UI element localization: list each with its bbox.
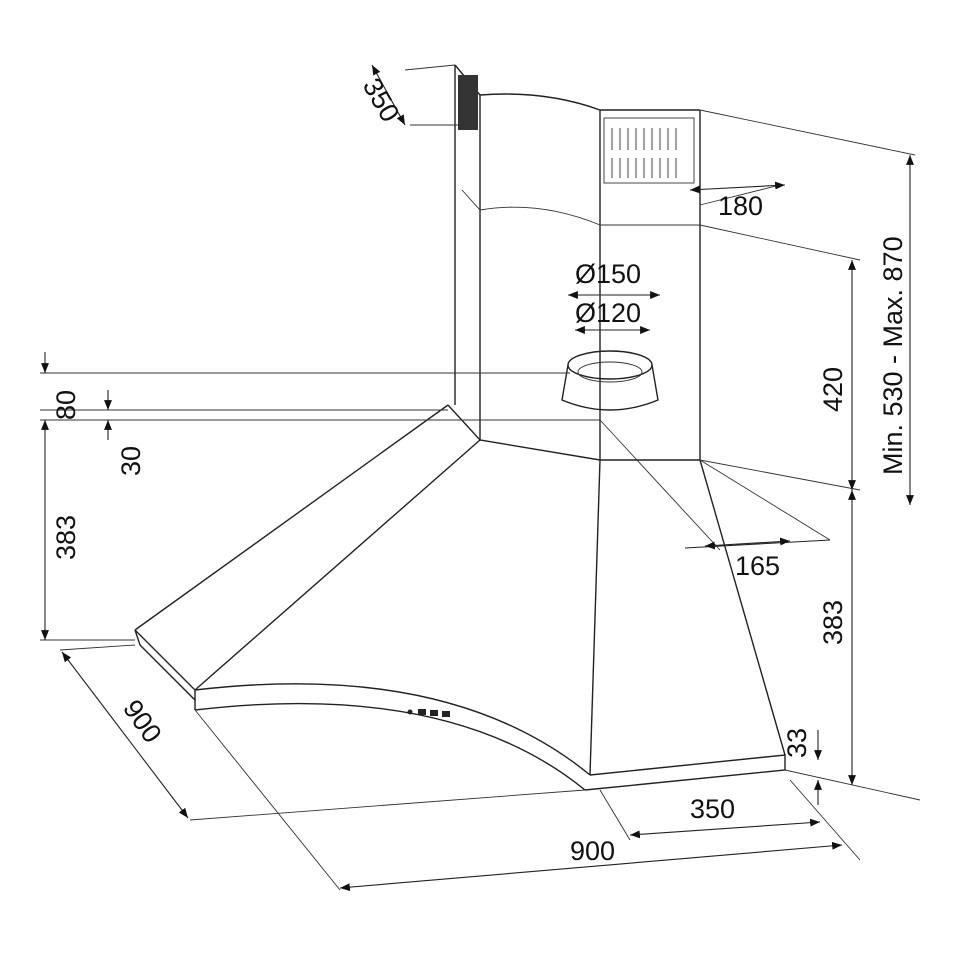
label-hood-height-right: 383: [818, 600, 848, 645]
chimney: [454, 64, 701, 460]
label-hood-height-left: 383: [51, 515, 81, 560]
outlet-collar: [561, 350, 659, 411]
label-chimney-height-range: Min. 530 - Max. 870: [878, 236, 908, 475]
label-vent-width: 180: [718, 191, 763, 221]
label-side-width-bottom: 900: [570, 836, 615, 866]
dimension-arrows: [41, 64, 914, 892]
control-buttons: [407, 709, 450, 717]
label-collar-offset: 30: [116, 446, 146, 476]
label-front-width: 350: [690, 794, 735, 824]
vent-grille-left: [458, 75, 478, 130]
label-collar-height: 80: [51, 390, 81, 420]
hood-body: [134, 404, 786, 791]
vent-slots: [611, 128, 677, 178]
label-upper-chimney: 420: [818, 367, 848, 412]
label-outlet-inner: Ø120: [575, 298, 641, 328]
label-chimney-depth: 350: [357, 73, 406, 127]
label-chimney-offset: 165: [735, 551, 780, 581]
label-side-width-left: 900: [117, 694, 167, 748]
label-outlet-outer: Ø150: [575, 259, 641, 289]
vent-grille-right: [603, 117, 695, 184]
extension-lines: [40, 64, 921, 891]
label-trim-height: 33: [782, 728, 812, 758]
